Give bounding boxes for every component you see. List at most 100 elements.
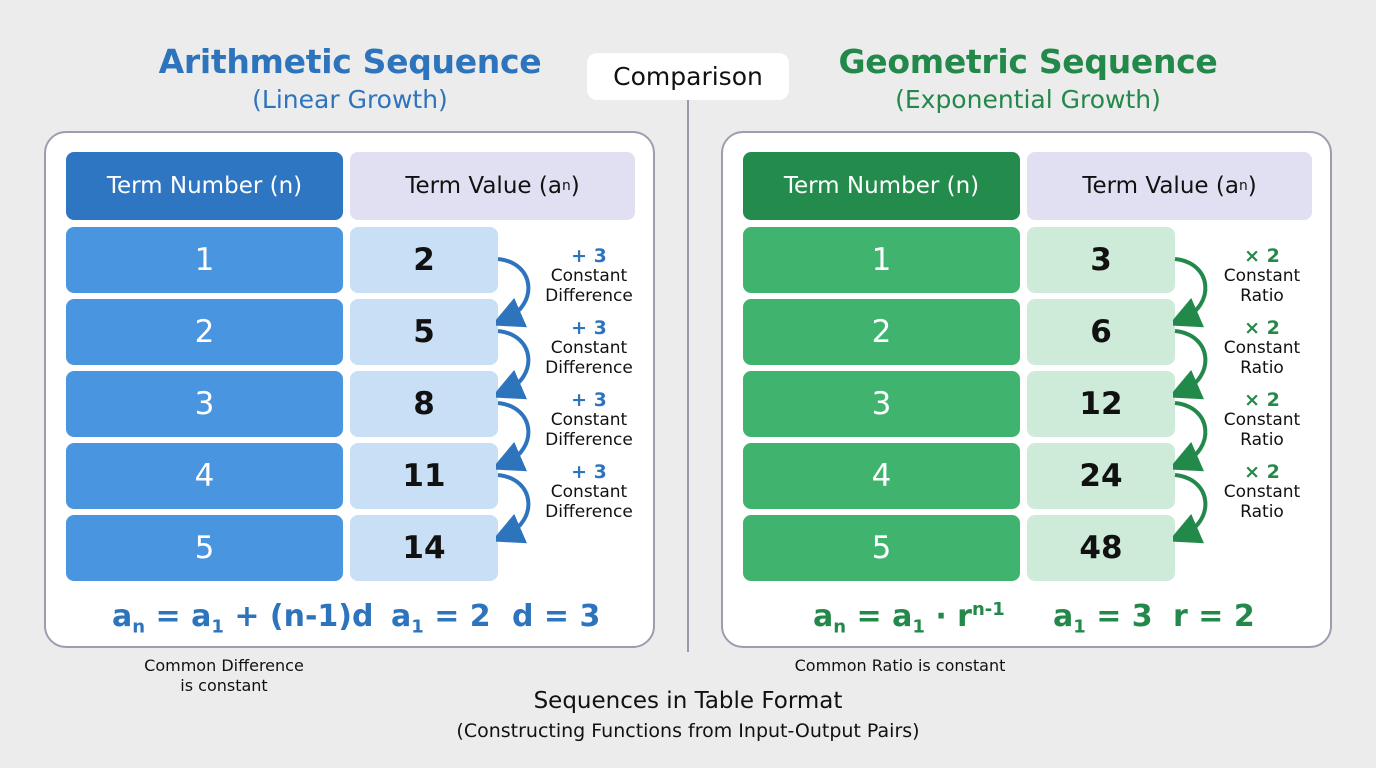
p-sub: 1 (1073, 616, 1086, 638)
step-op: × 2 (1244, 245, 1280, 267)
header-sub: n (561, 178, 571, 194)
arithmetic-n-4: 4 (66, 443, 343, 509)
step-line1: Constant (1223, 482, 1301, 502)
f-lhs: a (112, 599, 133, 634)
step-line1: Constant (550, 410, 628, 430)
p-a: a (391, 599, 412, 634)
arithmetic-step-4: + 3 Constant Difference (539, 462, 639, 522)
step-line1: Constant (550, 338, 628, 358)
footer-title: Sequences in Table Format (533, 688, 843, 714)
arithmetic-step-1: + 3 Constant Difference (539, 246, 639, 306)
geometric-caption: Common Ratio is constant (794, 656, 1006, 675)
arithmetic-n-3: 3 (66, 371, 343, 437)
header-text: Term Value (a (405, 173, 562, 199)
step-op: + 3 (571, 389, 607, 411)
f-lhs-sub: n (132, 616, 146, 638)
arithmetic-caption: Common Difference is constant (104, 656, 344, 696)
geometric-v-2: 6 (1027, 299, 1175, 365)
f-rest: · r (924, 599, 972, 634)
arithmetic-step-2: + 3 Constant Difference (539, 318, 639, 378)
f-lhs-sub: n (833, 616, 847, 638)
geometric-common-ratio: r = 2 (1173, 599, 1255, 634)
geometric-header-term-number: Term Number (n) (743, 152, 1020, 220)
geometric-v-5: 48 (1027, 515, 1175, 581)
step-op: × 2 (1244, 461, 1280, 483)
step-op: × 2 (1244, 317, 1280, 339)
header-close: ) (1247, 173, 1257, 199)
f-a-sub: 1 (211, 616, 224, 638)
arithmetic-subtitle: (Linear Growth) (252, 85, 448, 114)
step-line2: Difference (545, 358, 633, 378)
f-eq: = a (145, 599, 212, 634)
step-op: + 3 (571, 245, 607, 267)
geometric-step-2: × 2 Constant Ratio (1212, 318, 1312, 378)
geometric-step-arrows-icon (1173, 257, 1208, 544)
arithmetic-common-difference: d = 3 (512, 599, 601, 634)
step-line1: Constant (550, 266, 628, 286)
step-line2: Ratio (1240, 430, 1284, 450)
step-line2: Ratio (1240, 358, 1284, 378)
arithmetic-n-1: 1 (66, 227, 343, 293)
geometric-n-4: 4 (743, 443, 1020, 509)
p-rest: = 2 (423, 599, 491, 634)
geometric-n-3: 3 (743, 371, 1020, 437)
step-op: + 3 (571, 317, 607, 339)
step-line2: Difference (545, 502, 633, 522)
geometric-v-3: 12 (1027, 371, 1175, 437)
header-text: Term Value (a (1082, 173, 1239, 199)
geometric-step-3: × 2 Constant Ratio (1212, 390, 1312, 450)
arithmetic-v-4: 11 (350, 443, 498, 509)
arithmetic-title: Arithmetic Sequence (158, 42, 542, 81)
arithmetic-step-arrows-icon (496, 257, 531, 544)
arithmetic-v-5: 14 (350, 515, 498, 581)
step-line1: Constant (1223, 410, 1301, 430)
geometric-first-term: a1 = 3 (1053, 599, 1153, 637)
step-op: + 3 (571, 461, 607, 483)
step-line1: Constant (1223, 266, 1301, 286)
arithmetic-v-3: 8 (350, 371, 498, 437)
step-line1: Constant (1223, 338, 1301, 358)
step-op: × 2 (1244, 389, 1280, 411)
geometric-v-4: 24 (1027, 443, 1175, 509)
geometric-step-1: × 2 Constant Ratio (1212, 246, 1312, 306)
step-line2: Difference (545, 430, 633, 450)
f-exp: n-1 (971, 599, 1005, 621)
geometric-subtitle: (Exponential Growth) (895, 85, 1161, 114)
geometric-n-2: 2 (743, 299, 1020, 365)
f-lhs: a (813, 599, 834, 634)
p-a: a (1053, 599, 1074, 634)
arithmetic-n-5: 5 (66, 515, 343, 581)
header-close: ) (570, 173, 580, 199)
arithmetic-v-1: 2 (350, 227, 498, 293)
arithmetic-step-3: + 3 Constant Difference (539, 390, 639, 450)
arithmetic-header-term-number: Term Number (n) (66, 152, 343, 220)
p-rest: = 3 (1085, 599, 1153, 634)
step-line2: Ratio (1240, 502, 1284, 522)
header-sub: n (1238, 178, 1248, 194)
center-divider (687, 100, 689, 652)
arithmetic-v-2: 5 (350, 299, 498, 365)
step-line2: Difference (545, 286, 633, 306)
comparison-label: Comparison (587, 53, 789, 100)
step-line1: Constant (550, 482, 628, 502)
arithmetic-n-2: 2 (66, 299, 343, 365)
f-a-sub: 1 (912, 616, 925, 638)
arithmetic-formula: an = a1 + (n-1)d (112, 599, 374, 637)
geometric-title: Geometric Sequence (838, 42, 1218, 81)
f-eq: = a (846, 599, 913, 634)
geometric-n-1: 1 (743, 227, 1020, 293)
geometric-v-1: 3 (1027, 227, 1175, 293)
geometric-n-5: 5 (743, 515, 1020, 581)
arithmetic-first-term: a1 = 2 (391, 599, 491, 637)
step-line2: Ratio (1240, 286, 1284, 306)
caption-line1: Common Difference (144, 656, 304, 675)
geometric-step-4: × 2 Constant Ratio (1212, 462, 1312, 522)
caption-line2: is constant (180, 676, 268, 695)
geometric-formula: an = a1 · rn-1 (813, 599, 1005, 637)
f-rest: + (n-1)d (223, 599, 374, 634)
p-sub: 1 (411, 616, 424, 638)
